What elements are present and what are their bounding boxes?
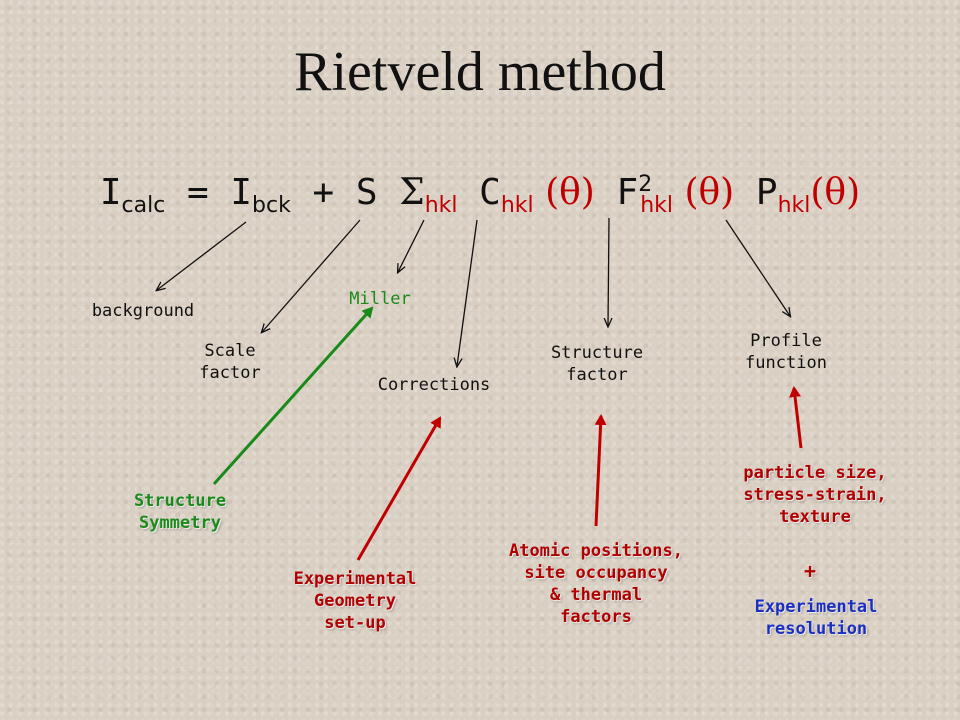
sum-symbol: Σ (399, 172, 425, 213)
source-resolution-line1: Experimental (754, 597, 878, 617)
source-particle-line3: texture (779, 507, 851, 527)
correction-subscript: hkl (500, 193, 534, 219)
profile-subscript: hkl (777, 193, 811, 219)
correction-term: C (457, 172, 501, 213)
background-term: I (230, 172, 253, 213)
source-atomic-line1: Atomic positions, (509, 541, 683, 561)
equals-sign: = (165, 172, 231, 213)
source-structure-symmetry: Structure Symmetry (110, 490, 250, 534)
slide-title: Rietveld method (294, 41, 666, 103)
label-scale-line2: factor (199, 363, 261, 383)
profile-term: P (734, 172, 778, 213)
arrow-profile (725, 219, 790, 316)
arrow-miller (398, 219, 425, 272)
source-experimental-geometry: Experimental Geometry set-up (270, 568, 440, 634)
source-particle-size: particle size, stress-strain, texture (720, 462, 910, 528)
plus-sign: + (290, 172, 356, 213)
arrow-particle-to-profile (789, 386, 803, 449)
arrow-symmetry-to-miller (212, 306, 374, 486)
source-geometry-line3: set-up (324, 613, 386, 633)
label-background: background (91, 301, 195, 321)
theta-2: (θ) (673, 172, 735, 213)
label-corrections: Corrections (377, 375, 491, 395)
source-particle-line1: particle size, (743, 463, 887, 483)
label-scale-line1: Scale (204, 341, 256, 361)
label-structure-line2: factor (566, 365, 628, 385)
arrow-geometry-to-corrections (356, 416, 442, 561)
label-structure-line1: Structure (550, 343, 644, 363)
structure-factor-subscript: hkl (640, 193, 674, 219)
source-geometry-line1: Experimental (293, 569, 417, 589)
background-subscript: bck (252, 193, 291, 219)
label-profile-line1: Profile (750, 331, 822, 351)
source-particle-line2: stress-strain, (743, 485, 887, 505)
label-profile-function: Profile function (726, 330, 846, 374)
theta-3: (θ) (810, 172, 861, 213)
sum-subscript: hkl (424, 193, 458, 219)
label-scale-factor: Scale factor (180, 340, 280, 384)
label-structure-factor: Structure factor (530, 342, 664, 386)
scale-term: S (355, 172, 400, 213)
arrow-corrections (457, 219, 478, 366)
source-atomic-line4: factors (560, 607, 632, 627)
arrow-structure-factor (608, 217, 609, 326)
plus-connector: + (803, 559, 817, 583)
label-miller: Miller (349, 289, 411, 309)
lhs-subscript: calc (121, 193, 166, 219)
source-resolution-line2: resolution (764, 619, 868, 639)
structure-factor-term: F (594, 172, 639, 213)
source-atomic-line2: site occupancy (524, 563, 668, 583)
label-profile-line2: function (745, 353, 827, 373)
arrow-scale (262, 219, 361, 332)
source-atomic-line3: & thermal (549, 585, 643, 605)
rietveld-formula: Icalc = Ibck + S Σhkl Chkl (θ) F2hkl (θ)… (0, 172, 960, 218)
lhs-symbol: I (99, 172, 122, 213)
theta-1: (θ) (533, 172, 595, 213)
source-symmetry-line2: Symmetry (139, 513, 221, 533)
source-experimental-resolution: Experimental resolution (726, 596, 906, 640)
structure-factor-power: 2 (638, 172, 653, 197)
arrow-background (157, 221, 247, 290)
source-symmetry-line1: Structure (133, 491, 227, 511)
source-atomic-positions: Atomic positions, site occupancy & therm… (486, 540, 706, 628)
source-geometry-line2: Geometry (314, 591, 396, 611)
arrow-atomic-to-structure (594, 414, 607, 527)
